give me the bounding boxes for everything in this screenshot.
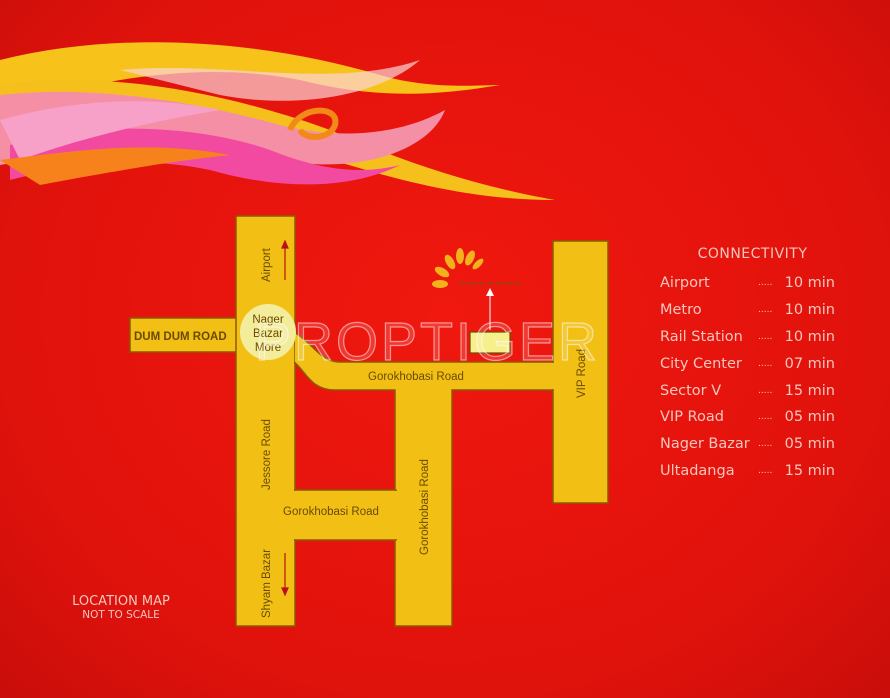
list-item: VIP Road..... 05 min bbox=[660, 404, 835, 431]
place-name: Sector V bbox=[660, 382, 722, 399]
vip-road-label: VIP Road bbox=[576, 349, 588, 398]
map-legend: LOCATION MAP NOT TO SCALE bbox=[62, 594, 180, 621]
connectivity-panel: CONNECTIVITY Airport..... 10 min Metro...… bbox=[660, 246, 835, 484]
legend-subtitle: NOT TO SCALE bbox=[82, 609, 160, 621]
junction-label: Nager Bazar More bbox=[252, 314, 283, 354]
travel-time: 10 min bbox=[784, 302, 835, 319]
gorokhobasi-vertical-label: Gorokhobasi Road bbox=[419, 459, 431, 555]
travel-time: 10 min bbox=[784, 328, 835, 345]
watermark: PROPTIGER bbox=[255, 312, 600, 372]
leader-dots: ..... bbox=[758, 278, 773, 289]
nager-bazar-junction bbox=[240, 304, 296, 360]
svg-text:Nager: Nager bbox=[252, 314, 283, 326]
gorokhobasi-road-upper bbox=[293, 330, 554, 627]
leader-dots: ..... bbox=[758, 439, 773, 450]
list-item: Sector V..... 15 min bbox=[660, 377, 835, 404]
connectivity-title: CONNECTIVITY bbox=[697, 246, 808, 262]
travel-time: 05 min bbox=[784, 409, 835, 426]
airport-road-label: Airport bbox=[261, 247, 273, 282]
place-name: Metro bbox=[660, 302, 702, 319]
project-logo: ~~~~~~~ bbox=[432, 248, 523, 290]
dum-dum-road bbox=[129, 317, 241, 353]
travel-time: 05 min bbox=[784, 436, 835, 453]
svg-text:More: More bbox=[255, 342, 281, 354]
list-item: Rail Station..... 10 min bbox=[660, 324, 835, 351]
vip-road bbox=[552, 240, 609, 504]
list-item: Metro..... 10 min bbox=[660, 297, 835, 324]
leader-dots: ..... bbox=[758, 412, 773, 423]
leader-dots: ..... bbox=[758, 385, 773, 396]
road-arrows bbox=[281, 239, 289, 597]
list-item: Nager Bazar..... 05 min bbox=[660, 431, 835, 458]
place-name: Nager Bazar bbox=[660, 436, 750, 453]
decorative-ribbons bbox=[0, 42, 555, 200]
travel-time: 07 min bbox=[784, 355, 835, 372]
list-item: Ultadanga..... 15 min bbox=[660, 458, 835, 485]
list-item: Airport..... 10 min bbox=[660, 270, 835, 297]
shyam-bazar-label: Shyam Bazar bbox=[261, 549, 273, 618]
place-name: Rail Station bbox=[660, 328, 743, 345]
svg-text:Bazar: Bazar bbox=[253, 328, 283, 340]
list-item: City Center..... 07 min bbox=[660, 350, 835, 377]
gorokhobasi-upper-label: Gorokhobasi Road bbox=[368, 371, 464, 383]
arrow-up-icon bbox=[486, 288, 494, 296]
gorokhobasi-lower-label: Gorokhobasi Road bbox=[283, 506, 379, 518]
roads bbox=[129, 215, 609, 627]
leader-dots: ..... bbox=[758, 358, 773, 369]
project-building bbox=[469, 331, 511, 354]
travel-time: 10 min bbox=[784, 275, 835, 292]
place-name: City Center bbox=[660, 355, 742, 372]
place-name: VIP Road bbox=[660, 409, 724, 426]
legend-title: LOCATION MAP bbox=[72, 594, 170, 609]
leader-dots: ..... bbox=[758, 305, 773, 316]
place-name: Airport bbox=[660, 275, 710, 292]
travel-time: 15 min bbox=[784, 462, 835, 479]
leader-dots: ..... bbox=[758, 331, 773, 342]
svg-text:~~~~~~~: ~~~~~~~ bbox=[458, 277, 523, 290]
leader-dots: ..... bbox=[758, 465, 773, 476]
travel-time: 15 min bbox=[784, 382, 835, 399]
jessore-road-label: Jessore Road bbox=[261, 419, 273, 490]
dum-dum-road-label: DUM DUM ROAD bbox=[134, 331, 227, 343]
place-name: Ultadanga bbox=[660, 462, 735, 479]
